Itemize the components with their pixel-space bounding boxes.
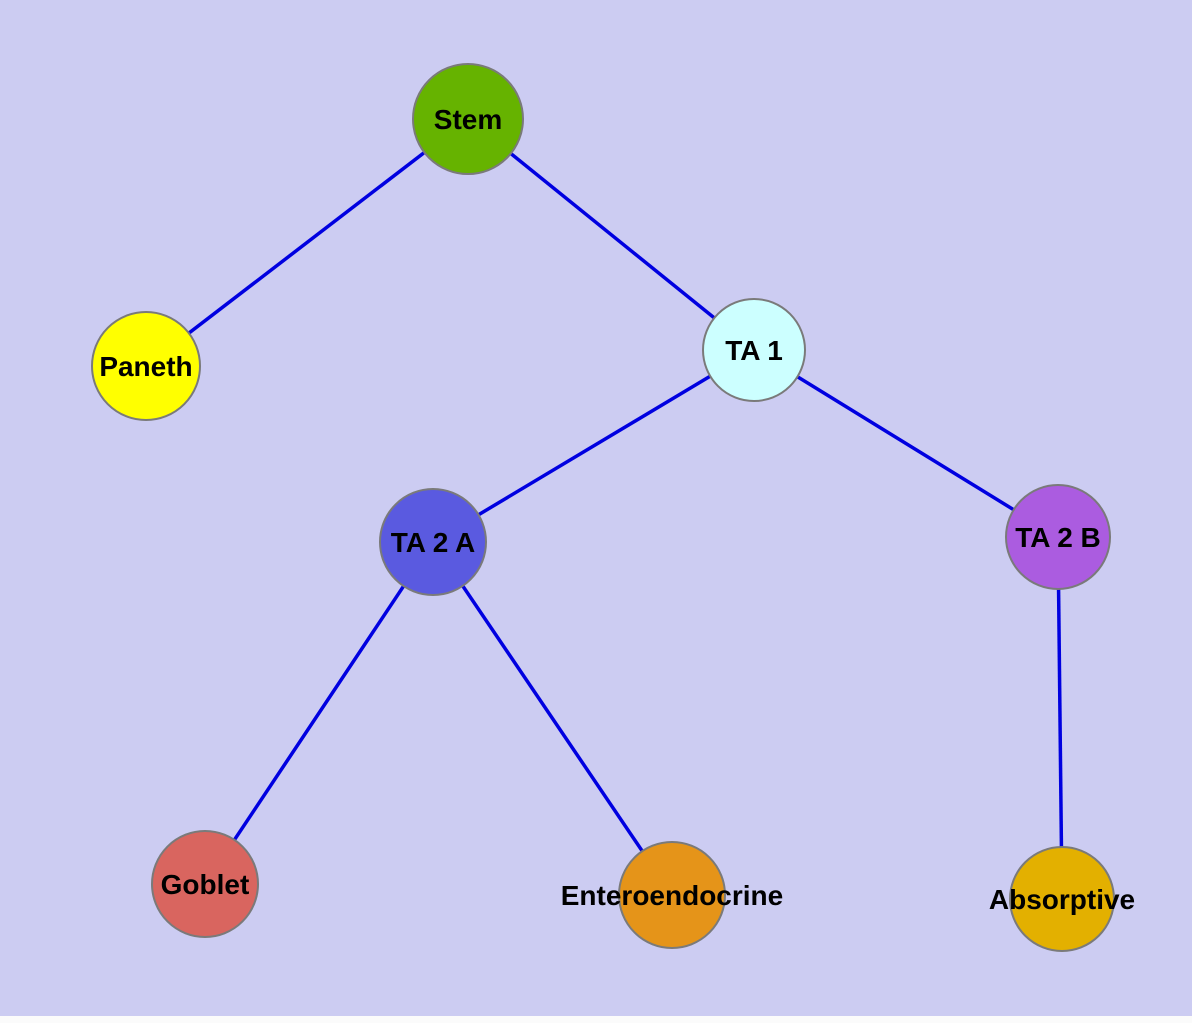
edge-ta2a-goblet[interactable]: [203, 541, 435, 885]
edge-stem-paneth[interactable]: [144, 117, 470, 368]
node-ta2b[interactable]: TA 2 B: [1005, 484, 1111, 590]
node-goblet[interactable]: Goblet: [151, 830, 259, 938]
node-paneth[interactable]: Paneth: [91, 311, 201, 421]
node-enteroendocrine-label: Enteroendocrine: [561, 880, 783, 911]
node-ta2b-label: TA 2 B: [1015, 522, 1101, 553]
node-ta2a-label: TA 2 A: [391, 527, 476, 558]
edge-ta1-ta2b[interactable]: [753, 348, 1059, 539]
edge-stem-ta1[interactable]: [466, 117, 756, 352]
node-ta1-circle[interactable]: [702, 298, 806, 402]
node-stem[interactable]: Stem: [412, 63, 524, 175]
node-paneth-label: Paneth: [99, 351, 192, 382]
node-stem-circle[interactable]: [412, 63, 524, 175]
node-ta1[interactable]: TA 1: [702, 298, 806, 402]
node-absorptive[interactable]: Absorptive: [989, 846, 1135, 952]
node-absorptive-circle[interactable]: [1009, 846, 1115, 952]
node-goblet-circle[interactable]: [151, 830, 259, 938]
node-goblet-label: Goblet: [161, 869, 250, 900]
node-enteroendocrine-circle[interactable]: [618, 841, 726, 949]
edge-ta2a-enteroendocrine[interactable]: [431, 541, 674, 896]
node-ta1-label: TA 1: [725, 335, 783, 366]
node-ta2a[interactable]: TA 2 A: [379, 488, 487, 596]
node-ta2b-circle[interactable]: [1005, 484, 1111, 590]
node-stem-label: Stem: [434, 104, 502, 135]
node-enteroendocrine[interactable]: Enteroendocrine: [561, 841, 783, 949]
node-paneth-circle[interactable]: [91, 311, 201, 421]
node-absorptive-label: Absorptive: [989, 884, 1135, 915]
edges-layer: [144, 117, 1064, 900]
edge-ta1-ta2a[interactable]: [432, 348, 755, 544]
node-ta2a-circle[interactable]: [379, 488, 487, 596]
edge-ta2b-absorptive[interactable]: [1056, 536, 1064, 900]
